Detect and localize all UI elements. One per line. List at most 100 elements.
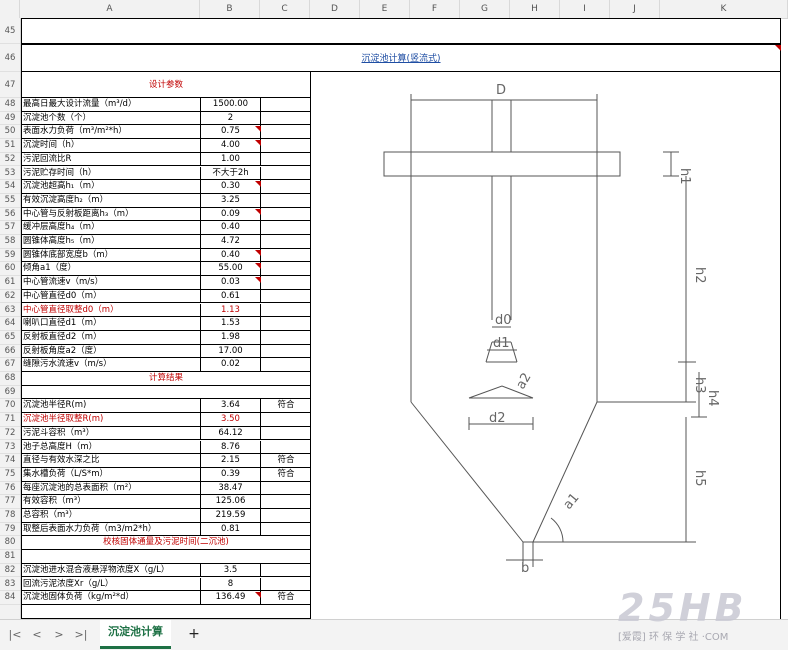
results-label[interactable]: 总容积（m³） xyxy=(21,509,201,523)
params-value[interactable]: 1.00 xyxy=(201,152,261,167)
check-note[interactable] xyxy=(261,564,311,578)
params-value[interactable]: 4.00 xyxy=(201,139,261,153)
params-label[interactable]: 沉淀池超高h₁（m） xyxy=(21,180,201,194)
params-value[interactable]: 1.53 xyxy=(201,317,261,331)
results-label[interactable]: 集水槽负荷（L/S*m） xyxy=(21,467,201,482)
row-header-50[interactable]: 50 xyxy=(0,125,20,140)
results-label[interactable]: 取整后表面水力负荷（m3/m2*h） xyxy=(21,522,201,537)
row-header-46[interactable]: 46 xyxy=(0,44,20,72)
row-header-57[interactable]: 57 xyxy=(0,221,20,235)
results-value[interactable]: 2.15 xyxy=(201,454,261,468)
params-value[interactable]: 0.40 xyxy=(201,221,261,235)
row-header-78[interactable]: 78 xyxy=(0,509,20,523)
params-value[interactable]: 1.13 xyxy=(201,303,261,318)
params-note[interactable] xyxy=(261,358,311,372)
results-label[interactable]: 沉淀池半径取整R(m) xyxy=(21,413,201,427)
blank-row[interactable] xyxy=(21,386,311,400)
params-value[interactable]: 不大于2h xyxy=(201,166,261,181)
params-value[interactable]: 0.40 xyxy=(201,248,261,263)
column-header-D[interactable]: D xyxy=(310,0,360,18)
params-note[interactable] xyxy=(261,208,311,222)
params-label[interactable]: 表面水力负荷（m³/m²*h） xyxy=(21,125,201,140)
params-note[interactable] xyxy=(261,98,311,112)
results-label[interactable]: 沉淀池半径R(m) xyxy=(21,399,201,414)
next-sheet-button[interactable]: > xyxy=(54,628,64,641)
params-note[interactable] xyxy=(261,317,311,331)
row-header-67[interactable]: 67 xyxy=(0,358,20,372)
results-note[interactable] xyxy=(261,509,311,523)
results-note[interactable] xyxy=(261,441,311,455)
row-header-54[interactable]: 54 xyxy=(0,180,20,194)
results-note[interactable] xyxy=(261,482,311,496)
prev-sheet-button[interactable]: < xyxy=(32,628,42,641)
params-label[interactable]: 最高日最大设计流量（m³/d） xyxy=(21,98,201,112)
row-header-71[interactable]: 71 xyxy=(0,413,20,427)
column-header-K[interactable]: K xyxy=(660,0,788,18)
column-header-E[interactable]: E xyxy=(360,0,410,18)
params-value[interactable]: 2 xyxy=(201,111,261,126)
results-label[interactable]: 污泥斗容积（m³） xyxy=(21,426,201,441)
results-note[interactable] xyxy=(261,523,311,537)
results-note[interactable] xyxy=(261,427,311,441)
params-note[interactable] xyxy=(261,290,311,304)
column-header-F[interactable]: F xyxy=(410,0,460,18)
row-header-68[interactable]: 68 xyxy=(0,372,20,386)
row-header-77[interactable]: 77 xyxy=(0,495,20,509)
row-header-72[interactable]: 72 xyxy=(0,427,20,441)
row-header-59[interactable]: 59 xyxy=(0,249,20,263)
first-sheet-button[interactable]: |< xyxy=(8,628,22,641)
results-label[interactable]: 有效容积（m³） xyxy=(21,495,201,509)
results-value[interactable]: 8.76 xyxy=(201,440,261,455)
params-label[interactable]: 中心管直径d0（m） xyxy=(21,289,201,304)
results-note[interactable] xyxy=(261,413,311,427)
title-cell[interactable]: 沉淀池计算(竖流式) xyxy=(21,44,781,72)
params-label[interactable]: 沉淀时间（h） xyxy=(21,139,201,153)
row-header-65[interactable]: 65 xyxy=(0,331,20,345)
params-note[interactable] xyxy=(261,331,311,345)
results-note[interactable] xyxy=(261,495,311,509)
params-note[interactable] xyxy=(261,235,311,249)
params-label[interactable]: 中心管直径取整d0（m） xyxy=(21,303,201,318)
params-value[interactable]: 1500.00 xyxy=(201,98,261,112)
check-value[interactable]: 136.49 xyxy=(201,591,261,605)
check-label[interactable]: 回流污泥浓度Xr（g/L） xyxy=(21,577,201,592)
results-value[interactable]: 3.50 xyxy=(201,413,261,427)
results-value[interactable]: 0.81 xyxy=(201,522,261,537)
row-header-49[interactable]: 49 xyxy=(0,112,20,126)
check-note[interactable]: 符合 xyxy=(261,591,311,605)
column-header-A[interactable]: A xyxy=(20,0,200,18)
params-value[interactable]: 3.25 xyxy=(201,193,261,208)
params-note[interactable] xyxy=(261,180,311,194)
row-header-74[interactable]: 74 xyxy=(0,454,20,468)
params-note[interactable] xyxy=(261,125,311,140)
params-value[interactable]: 55.00 xyxy=(201,262,261,277)
params-label[interactable]: 反射板角度a2（度） xyxy=(21,344,201,359)
check-value[interactable]: 8 xyxy=(201,577,261,592)
row-header-63[interactable]: 63 xyxy=(0,304,20,318)
select-all-corner[interactable] xyxy=(0,0,20,18)
params-note[interactable] xyxy=(261,276,311,290)
blank-row-45[interactable] xyxy=(21,18,781,44)
results-value[interactable]: 219.59 xyxy=(201,509,261,523)
row-header-80[interactable]: 80 xyxy=(0,536,20,551)
params-label[interactable]: 缓冲层高度h₄（m） xyxy=(21,221,201,235)
params-value[interactable]: 0.03 xyxy=(201,276,261,290)
params-note[interactable] xyxy=(261,112,311,126)
row-header-53[interactable]: 53 xyxy=(0,167,20,181)
row-header-69[interactable]: 69 xyxy=(0,386,20,400)
column-header-H[interactable]: H xyxy=(510,0,560,18)
params-label[interactable]: 圆锥体底部宽度b（m） xyxy=(21,248,201,263)
add-sheet-button[interactable]: + xyxy=(188,626,200,642)
row-header-55[interactable]: 55 xyxy=(0,194,20,208)
column-header-G[interactable]: G xyxy=(460,0,510,18)
row-header-83[interactable]: 83 xyxy=(0,578,20,592)
params-label[interactable]: 污泥回流比R xyxy=(21,152,201,167)
params-label[interactable]: 有效沉淀高度h₂（m） xyxy=(21,193,201,208)
params-value[interactable]: 0.75 xyxy=(201,125,261,140)
check-value[interactable]: 3.5 xyxy=(201,563,261,578)
check-label[interactable]: 沉淀池进水混合液悬浮物浓度X（g/L） xyxy=(21,563,201,578)
params-note[interactable] xyxy=(261,262,311,277)
check-note[interactable] xyxy=(261,578,311,592)
params-note[interactable] xyxy=(261,153,311,167)
